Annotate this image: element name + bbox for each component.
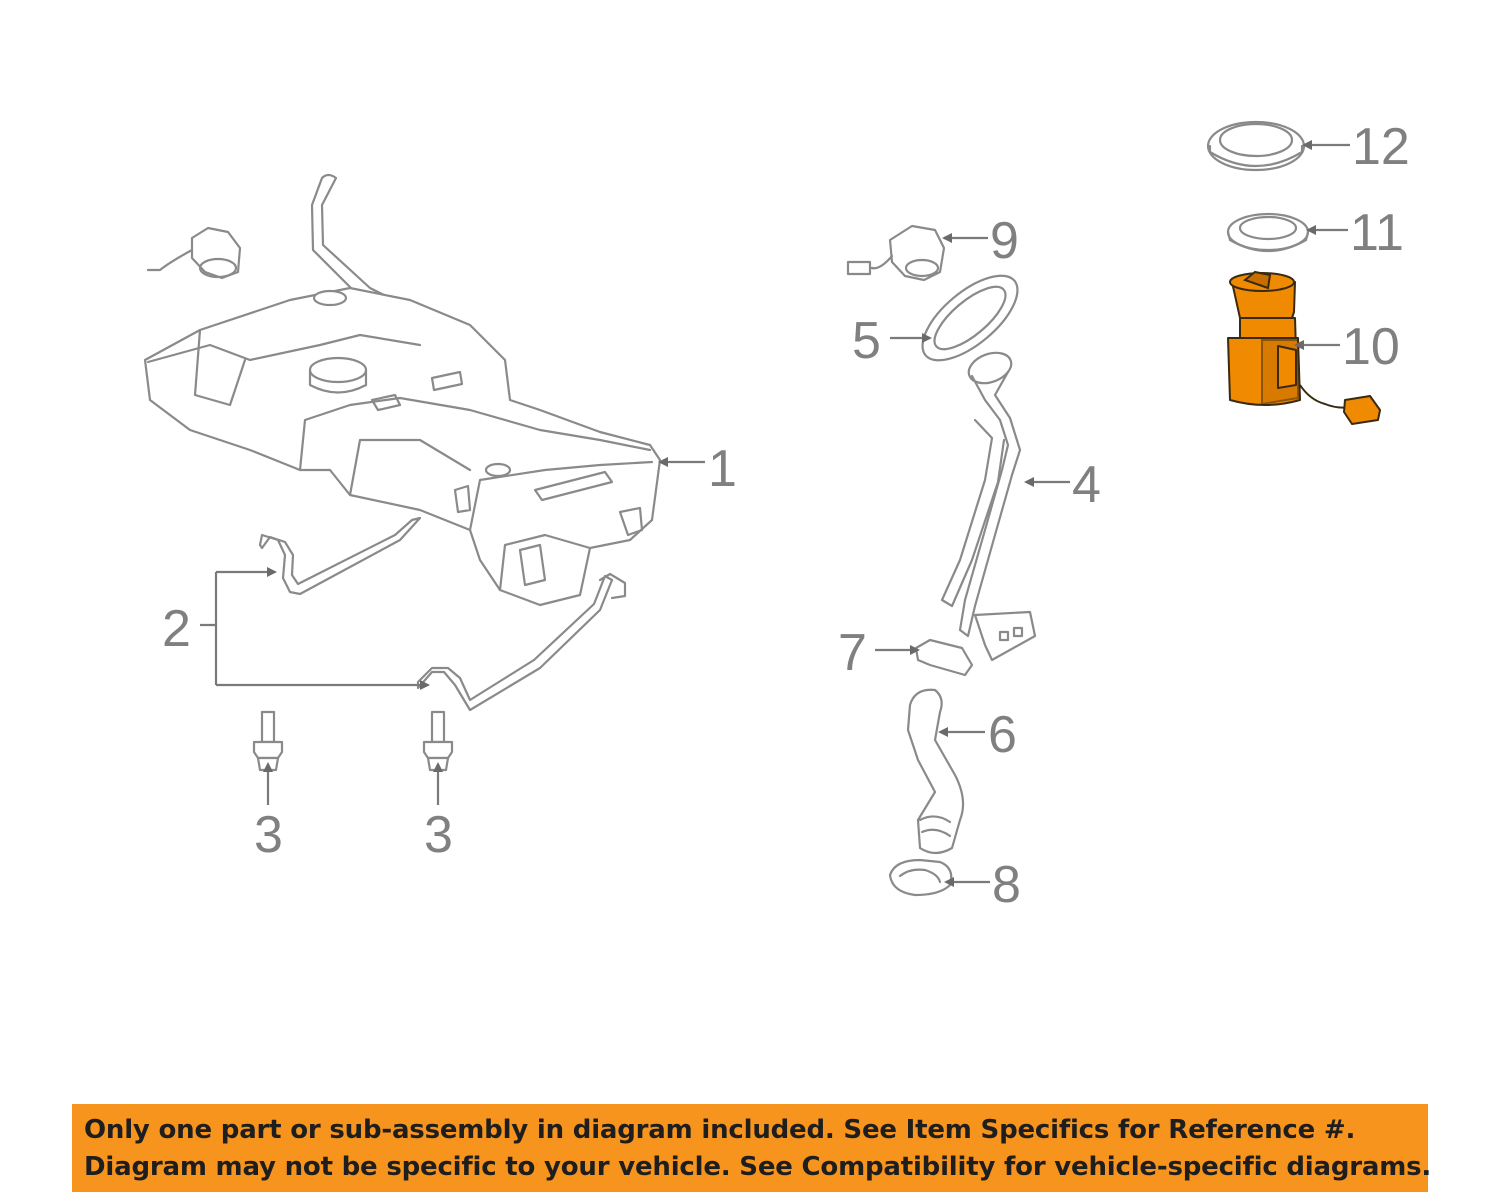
gasket-part	[921, 274, 1019, 362]
fuel-cap-part	[868, 224, 946, 282]
callout-3-right: 3	[424, 806, 453, 864]
hose-clamp-upper-part	[914, 638, 974, 677]
callout-8: 8	[992, 856, 1021, 914]
filler-hose-part	[906, 688, 965, 855]
bolt-left-part	[252, 710, 284, 772]
lock-ring-part	[1206, 120, 1306, 172]
callout-9: 9	[990, 212, 1019, 270]
disclaimer-banner: Only one part or sub-assembly in diagram…	[72, 1104, 1432, 1192]
tank-straps-part	[258, 516, 627, 712]
callout-12: 12	[1352, 118, 1410, 176]
hose-clamp-lower-part	[888, 858, 953, 897]
bolt-right-part	[422, 710, 454, 772]
fuel-level-sender-part	[146, 226, 872, 280]
callout-11: 11	[1350, 204, 1404, 262]
callout-6: 6	[988, 706, 1017, 764]
disclaimer-line-2: Diagram may not be specific to your vehi…	[84, 1152, 1432, 1182]
filler-neck-part	[940, 351, 1037, 662]
callout-3-left: 3	[254, 806, 283, 864]
pump-gasket-part	[1226, 212, 1310, 253]
leader-lines	[200, 140, 1350, 887]
callout-5: 5	[852, 312, 881, 370]
callout-10: 10	[1342, 318, 1400, 376]
disclaimer-line-1: Only one part or sub-assembly in diagram…	[84, 1115, 1356, 1145]
fuel-pump-part	[1227, 270, 1381, 425]
callout-7: 7	[838, 624, 867, 682]
callout-1: 1	[708, 440, 737, 498]
fuel-tank-part	[143, 173, 662, 607]
callout-2: 2	[162, 600, 191, 658]
callout-4: 4	[1072, 456, 1101, 514]
